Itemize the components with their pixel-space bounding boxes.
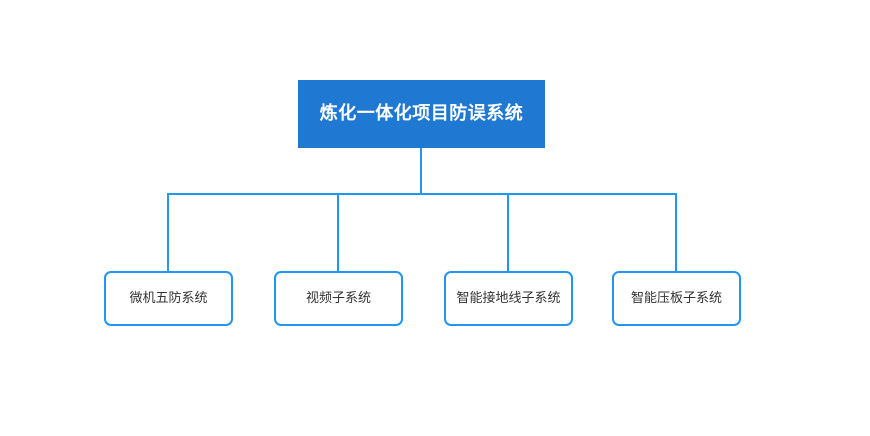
child-node-2-label: 视频子系统 — [305, 291, 371, 306]
child-node-2[interactable]: 视频子系统 — [274, 271, 403, 326]
child-node-3-label: 智能接地线子系统 — [456, 291, 561, 306]
child-node-1-label: 微机五防系统 — [129, 291, 208, 306]
root-node[interactable]: 炼化一体化项目防误系统 — [298, 80, 545, 148]
child-node-4[interactable]: 智能压板子系统 — [612, 271, 741, 326]
child-node-4-label: 智能压板子系统 — [630, 291, 722, 306]
child-node-3[interactable]: 智能接地线子系统 — [444, 271, 573, 326]
root-node-label: 炼化一体化项目防误系统 — [319, 103, 524, 124]
child-node-1[interactable]: 微机五防系统 — [104, 271, 233, 326]
